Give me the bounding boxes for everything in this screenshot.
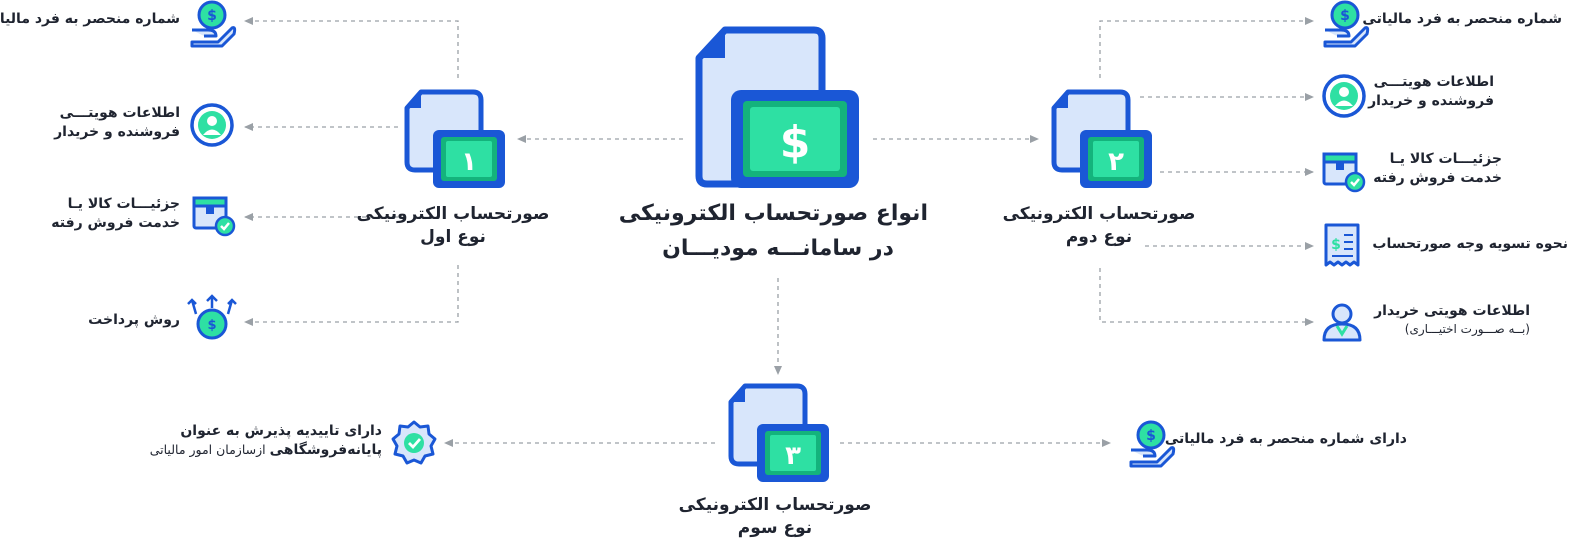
type3-number: ۳	[785, 441, 801, 471]
type1-doc-icon: ۱	[407, 92, 505, 188]
type1-item3-label: جزئیـــات کالا یـا خدمت فروش رفته	[51, 196, 180, 231]
hand-coin-icon: $	[1129, 420, 1176, 468]
arrow-type2-item1	[1099, 17, 1314, 78]
svg-text:$: $	[207, 8, 217, 24]
central-invoice-icon: $	[695, 26, 859, 188]
type2-item5-label: اطلاعات هویتی خریدار (بــه صـــورت اختیـ…	[1374, 303, 1530, 336]
hand-coin-icon: $	[1323, 0, 1370, 48]
type1-title: صورتحساب الکترونیکی	[356, 204, 550, 224]
type2-subtitle: نوع دوم	[1065, 226, 1133, 247]
type1-item2-label: اطلاعات هویتـــی فروشنده و خریدار	[54, 105, 180, 140]
type1-subtitle: نوع اول	[420, 226, 486, 247]
arrow-type1-item1	[244, 17, 459, 78]
type3-item2-label: دارای شماره منحصر به فرد مالیاتی	[1164, 431, 1407, 447]
type3-item1-label: دارای تاییدیه پذیرش به عنوان پایانه‌فروش…	[149, 423, 382, 458]
arrow-type2-item5	[1099, 268, 1314, 326]
hand-coin-icon: $	[190, 0, 237, 48]
svg-text:$: $	[1146, 428, 1156, 444]
badge-check-icon	[391, 420, 437, 465]
user-circle-icon	[190, 103, 234, 147]
type2-item1-label: شماره منحصر به فرد مالیاتی	[1362, 11, 1562, 27]
center-title-line2: در سامانـــه مودیـــان	[662, 236, 894, 262]
type2-item4-label: نحوه تسویه وجه صورتحساب	[1372, 236, 1568, 252]
type2-title: صورتحساب الکترونیکی	[1002, 204, 1196, 224]
user-outline-icon	[1322, 303, 1362, 342]
svg-text:$: $	[207, 318, 216, 333]
arrow-type1-item4	[244, 265, 459, 326]
center-title: انواع صورتحساب الکترونیکی در سامانـــه م…	[618, 196, 928, 266]
type2-number: ۲	[1108, 147, 1124, 177]
type2-item3-label: جزئیـــات کالا یـا خدمت فروش رفته	[1373, 151, 1502, 186]
central-dollar-symbol: $	[780, 117, 811, 168]
type3-title-block: صورتحساب الکترونیکی نوع سوم	[675, 494, 875, 540]
box-check-icon	[192, 196, 236, 237]
type1-title-block: صورتحساب الکترونیکی نوع اول	[353, 203, 553, 249]
center-title-line1: انواع صورتحساب الکترونیکی	[618, 201, 928, 226]
svg-text:$: $	[1340, 8, 1350, 24]
type1-item4-label: روش پرداخت	[88, 312, 180, 328]
type3-doc-icon: ۳	[731, 386, 829, 482]
type1-number: ۱	[461, 147, 477, 177]
svg-text:$: $	[1331, 237, 1341, 253]
coin-arrows-icon: $	[187, 294, 237, 340]
type1-item1-label: شماره منحصر به فرد مالیاتی	[0, 11, 180, 27]
type2-title-block: صورتحساب الکترونیکی نوع دوم	[999, 203, 1199, 249]
receipt-icon: $	[1324, 223, 1360, 267]
type3-subtitle: نوع سوم	[737, 517, 813, 538]
user-circle-icon	[1322, 74, 1366, 118]
connector-lines	[244, 17, 1314, 447]
box-check-icon	[1322, 152, 1366, 193]
type2-item2-label: اطلاعات هویتـــی فروشنده و خریدار	[1368, 74, 1494, 109]
type3-title: صورتحساب الکترونیکی	[678, 495, 872, 515]
type2-doc-icon: ۲	[1054, 92, 1152, 188]
